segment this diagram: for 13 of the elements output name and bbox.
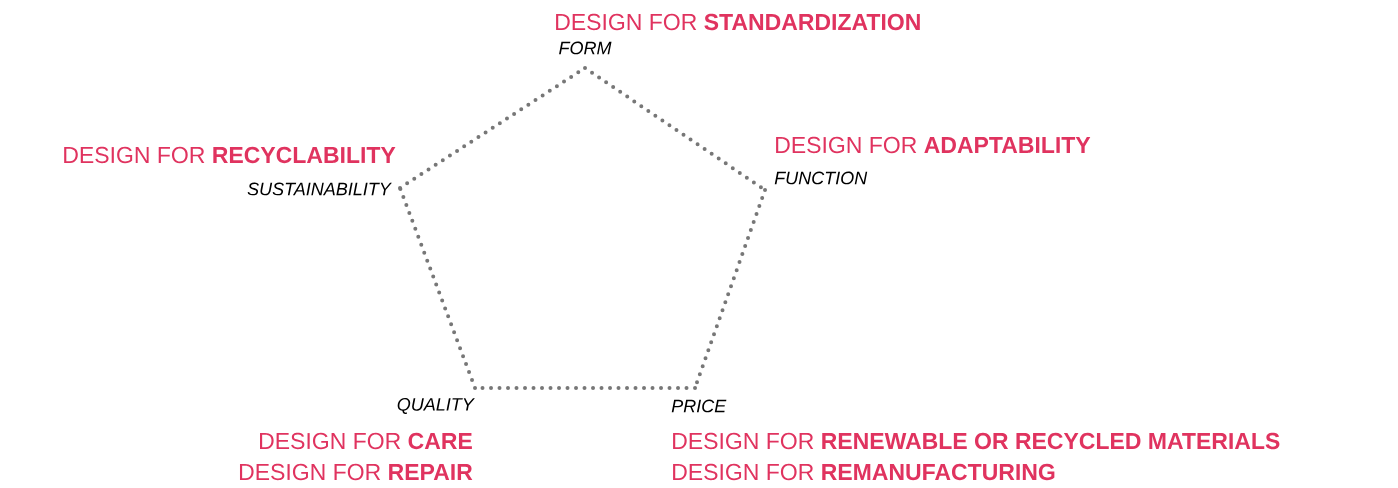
design-label: DESIGN FOR REMANUFACTURING <box>673 463 1055 481</box>
vertex-label: FORM <box>559 41 612 55</box>
dotted-line <box>398 186 477 390</box>
design-label: DESIGN FOR STANDARDIZATION <box>556 13 920 31</box>
vertex-label: SUSTAINABILITY <box>247 182 392 196</box>
vertex-label: FUNCTION <box>774 171 868 185</box>
vertex-label: QUALITY <box>397 398 475 414</box>
design-label: DESIGN FOR RECYCLABILITY <box>64 146 396 164</box>
design-label: DESIGN FOR RENEWABLE OR RECYCLED MATERIALS <box>673 432 1280 450</box>
design-label: DESIGN FOR CARE <box>260 432 472 450</box>
design-label: DESIGN FOR REPAIR <box>240 463 473 481</box>
design-label: DESIGN FOR ADAPTABILITY <box>776 136 1091 154</box>
vertex-label: PRICE <box>671 399 727 413</box>
